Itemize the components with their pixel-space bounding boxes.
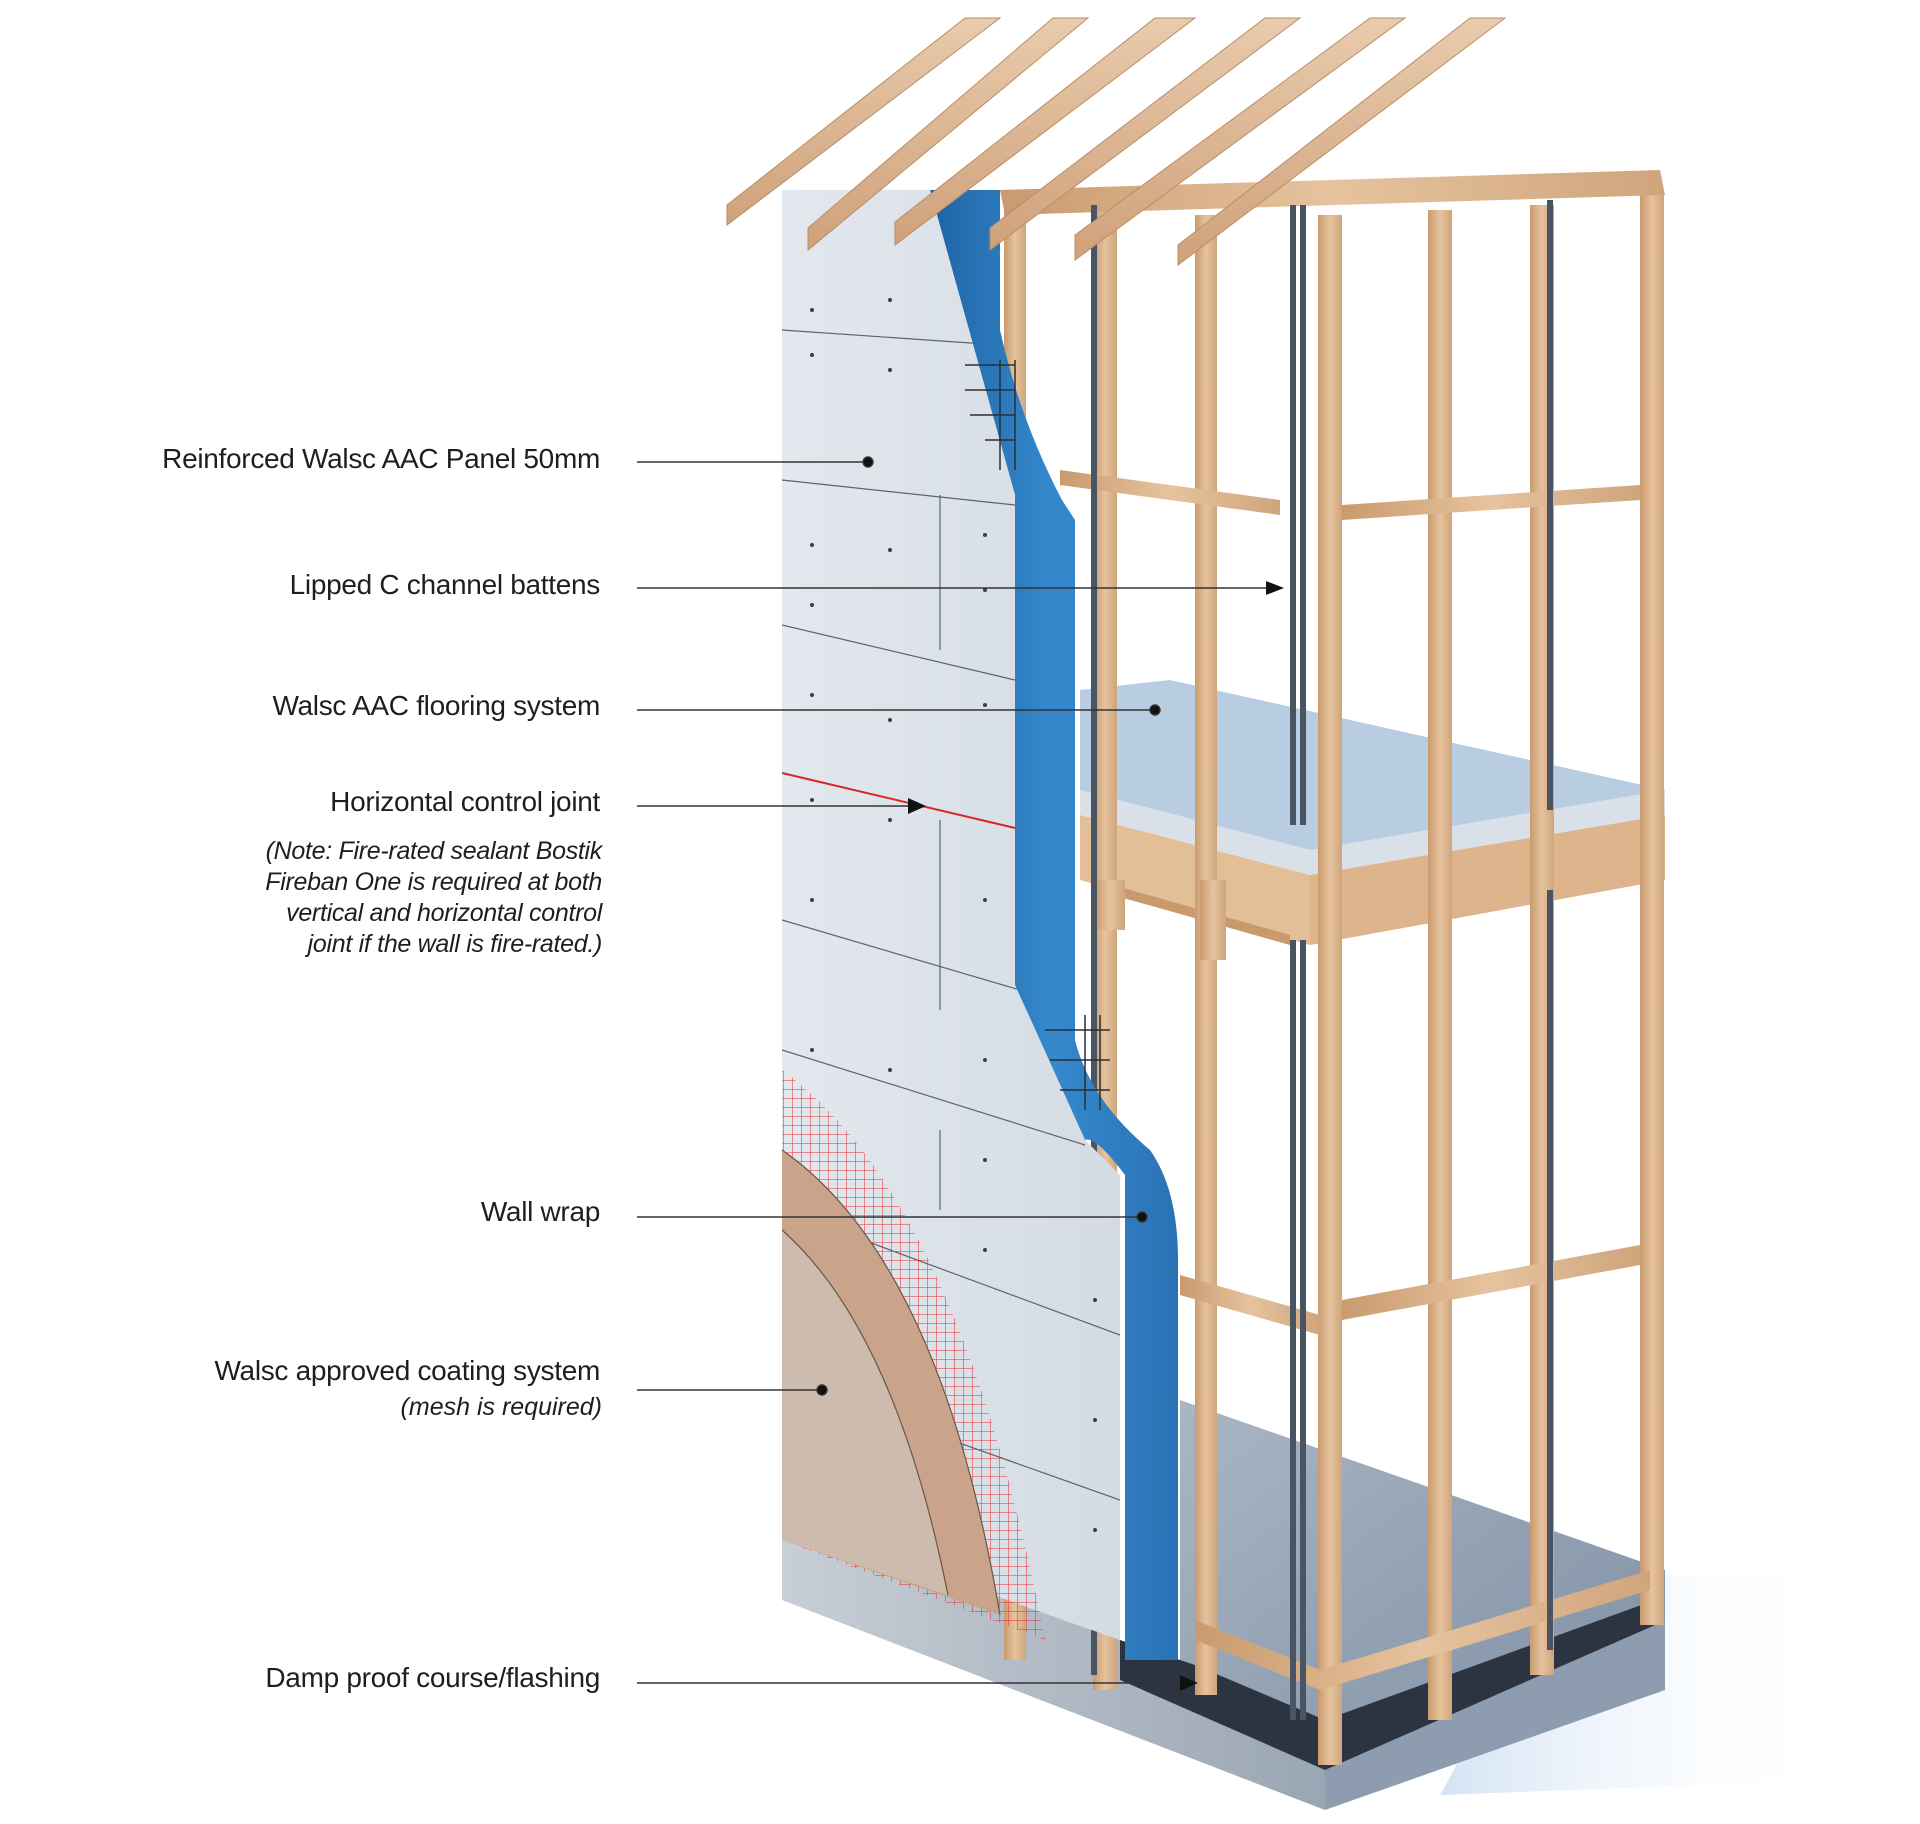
flashing	[1120, 1600, 1655, 1770]
callout-label-flooring: Walsc AAC flooring system	[272, 690, 600, 721]
wall-wrap-membrane	[930, 190, 1178, 1660]
callout-dot-wall-wrap	[1136, 1211, 1148, 1223]
note-line: joint if the wall is fire-rated.)	[307, 930, 603, 958]
note-line: Fireban One is required at both	[265, 868, 602, 896]
leader-lines	[637, 456, 1284, 1691]
callout-label-coating: Walsc approved coating system	[214, 1355, 600, 1386]
note-line: vertical and horizontal control	[286, 899, 602, 927]
control-joint-line	[781, 772, 1016, 829]
callout-label-wall-wrap: Wall wrap	[480, 1196, 600, 1227]
callout-label-battens: Lipped C channel battens	[289, 569, 601, 600]
note-line: (Note: Fire-rated sealant Bostik	[265, 837, 603, 865]
callout-dot-coating	[816, 1384, 828, 1396]
roof-rafters	[726, 17, 1507, 267]
coating-system	[781, 1070, 1045, 1640]
callout-label-control-joint: Horizontal control joint	[330, 786, 600, 817]
callout-sublabel-coating: (mesh is required)	[400, 1393, 602, 1421]
callout-arrow-control-joint	[908, 798, 926, 814]
callout-label-aac-panel: Reinforced Walsc AAC Panel 50mm	[162, 443, 600, 474]
finish-coat	[782, 1230, 948, 1595]
steel-battens	[1091, 200, 1553, 1720]
callout-dot-flooring	[1149, 704, 1161, 716]
callout-arrow-battens	[1266, 581, 1284, 595]
callout-arrow-dpc	[1180, 1675, 1198, 1691]
callout-label-dpc: Damp proof course/flashing	[265, 1662, 600, 1693]
control-joint-note: (Note: Fire-rated sealant Bostik Fireban…	[265, 836, 602, 960]
callout-dot-aac-panel	[862, 456, 874, 468]
